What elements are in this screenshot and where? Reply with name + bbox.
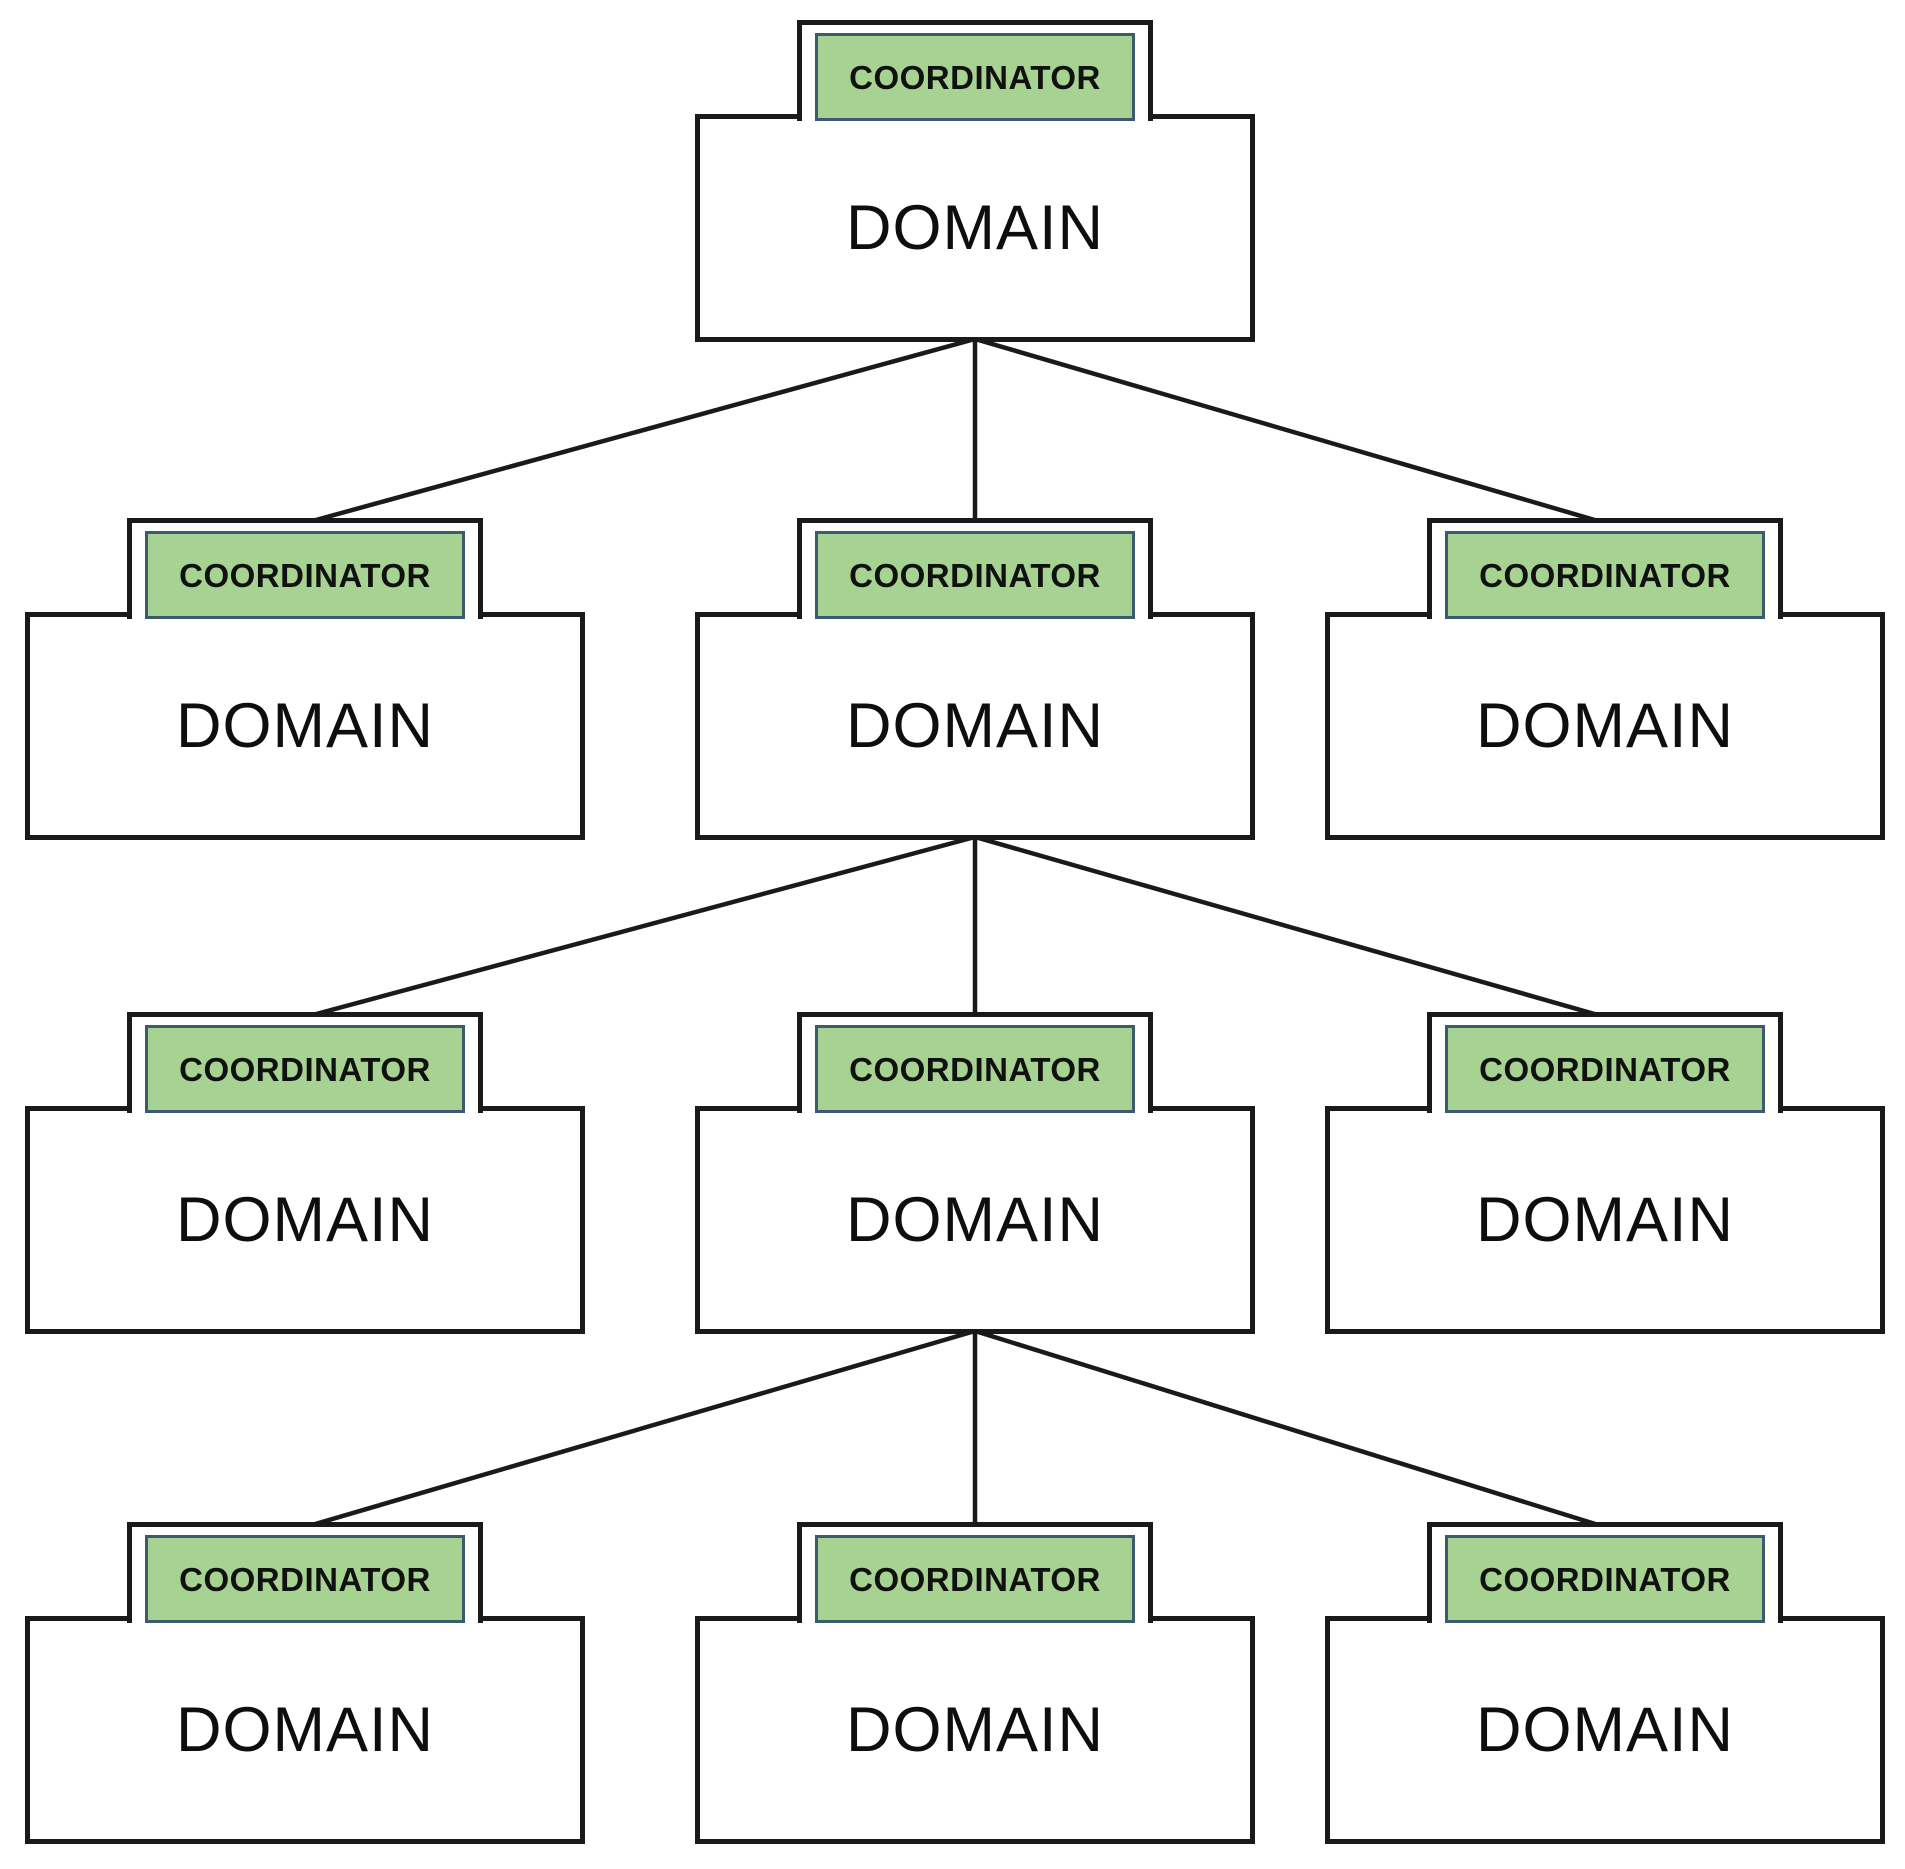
coordinator-tab: COORDINATOR <box>145 1535 465 1623</box>
node-body <box>1325 1616 1885 1844</box>
domain-label: DOMAIN <box>846 192 1104 263</box>
connector-l3-to-l4-left <box>304 1328 976 1530</box>
domain-label: DOMAIN <box>846 1184 1104 1255</box>
coordinator-tab: COORDINATOR <box>1445 1025 1765 1113</box>
node-body <box>695 114 1255 342</box>
coordinator-label: COORDINATOR <box>1479 556 1731 594</box>
node-body <box>25 612 585 840</box>
domain-label: DOMAIN <box>176 1184 434 1255</box>
domain-label-wrap: DOMAIN <box>25 1616 585 1844</box>
coordinator-tab: COORDINATOR <box>145 1025 465 1113</box>
node-level2-left: COORDINATOR DOMAIN <box>25 518 585 840</box>
node-level1-root: COORDINATOR DOMAIN <box>695 20 1255 342</box>
node-level2-middle: COORDINATOR DOMAIN <box>695 518 1255 840</box>
node-level3-left: COORDINATOR DOMAIN <box>25 1012 585 1334</box>
connector-root-to-l2-right <box>974 336 1606 526</box>
coordinator-tab: COORDINATOR <box>815 531 1135 619</box>
coordinator-label: COORDINATOR <box>849 556 1101 594</box>
domain-label-wrap: DOMAIN <box>695 1616 1255 1844</box>
domain-label-wrap: DOMAIN <box>1325 1106 1885 1334</box>
coordinator-tab: COORDINATOR <box>1445 531 1765 619</box>
connector-root-to-l2-left <box>304 336 976 526</box>
node-level4-right: COORDINATOR DOMAIN <box>1325 1522 1885 1844</box>
domain-label: DOMAIN <box>1476 690 1734 761</box>
coordinator-tab: COORDINATOR <box>815 1025 1135 1113</box>
domain-label: DOMAIN <box>846 1694 1104 1765</box>
coordinator-label: COORDINATOR <box>1479 1560 1731 1598</box>
coordinator-label: COORDINATOR <box>849 1050 1101 1088</box>
coordinator-tab: COORDINATOR <box>1445 1535 1765 1623</box>
connector-l3-to-l4-right <box>974 1328 1606 1530</box>
domain-label-wrap: DOMAIN <box>695 1106 1255 1334</box>
coordinator-label: COORDINATOR <box>1479 1050 1731 1088</box>
domain-label-wrap: DOMAIN <box>695 612 1255 840</box>
domain-label: DOMAIN <box>846 690 1104 761</box>
coordinator-tab: COORDINATOR <box>815 1535 1135 1623</box>
coordinator-label: COORDINATOR <box>179 1560 431 1598</box>
node-level4-left: COORDINATOR DOMAIN <box>25 1522 585 1844</box>
domain-label-wrap: DOMAIN <box>25 1106 585 1334</box>
domain-label: DOMAIN <box>1476 1694 1734 1765</box>
node-level4-middle: COORDINATOR DOMAIN <box>695 1522 1255 1844</box>
coordinator-label: COORDINATOR <box>179 556 431 594</box>
node-body <box>695 1616 1255 1844</box>
domain-label-wrap: DOMAIN <box>1325 1616 1885 1844</box>
coordinator-label: COORDINATOR <box>179 1050 431 1088</box>
domain-label-wrap: DOMAIN <box>695 114 1255 342</box>
coordinator-tab: COORDINATOR <box>145 531 465 619</box>
connector-l2-to-l3-right <box>974 834 1606 1020</box>
coordinator-label: COORDINATOR <box>849 1560 1101 1598</box>
domain-label: DOMAIN <box>1476 1184 1734 1255</box>
domain-label-wrap: DOMAIN <box>1325 612 1885 840</box>
coordinator-label: COORDINATOR <box>849 58 1101 96</box>
node-level3-middle: COORDINATOR DOMAIN <box>695 1012 1255 1334</box>
connector-l2-to-l3-left <box>304 834 976 1020</box>
node-level2-right: COORDINATOR DOMAIN <box>1325 518 1885 840</box>
domain-label: DOMAIN <box>176 1694 434 1765</box>
coordinator-tab: COORDINATOR <box>815 33 1135 121</box>
domain-label: DOMAIN <box>176 690 434 761</box>
node-body <box>25 1616 585 1844</box>
node-level3-right: COORDINATOR DOMAIN <box>1325 1012 1885 1334</box>
domain-label-wrap: DOMAIN <box>25 612 585 840</box>
node-body <box>1325 1106 1885 1334</box>
